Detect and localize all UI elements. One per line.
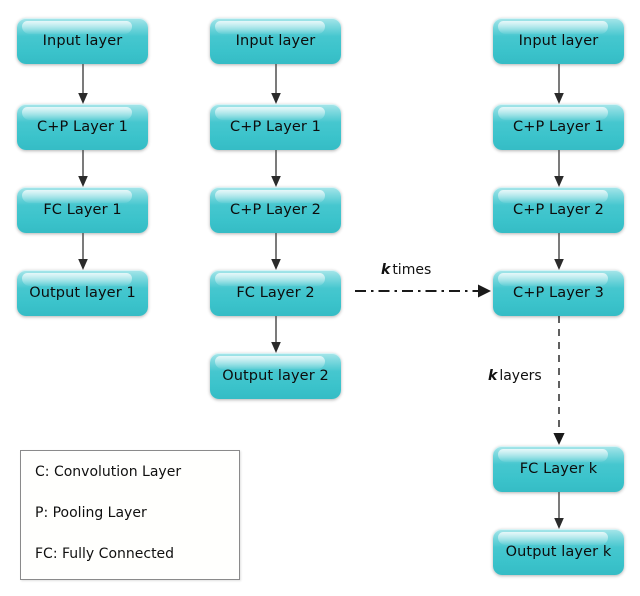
node-label: Output layer 2 (222, 368, 329, 384)
node-col3-cp-layer-1[interactable]: C+P Layer 1 (493, 104, 624, 150)
k-layers-symbol: k (488, 368, 498, 384)
arrow-col2-cp1-to-cp2 (271, 150, 281, 187)
node-col2-cp-layer-1[interactable]: C+P Layer 1 (210, 104, 341, 150)
legend-box: C: Convolution Layer P: Pooling Layer FC… (20, 450, 240, 580)
node-col3-input-layer[interactable]: Input layer (493, 18, 624, 64)
node-label: FC Layer 2 (236, 285, 315, 301)
node-label: C+P Layer 1 (37, 119, 128, 135)
node-col1-output-layer-1[interactable]: Output layer 1 (17, 270, 148, 316)
legend-row-fully-connected: FC: Fully Connected (35, 546, 175, 562)
node-col3-cp-layer-2[interactable]: C+P Layer 2 (493, 187, 624, 233)
node-label: FC Layer 1 (43, 202, 122, 218)
node-col3-fc-layer-k[interactable]: FC Layer k (493, 446, 624, 492)
node-label: Input layer (42, 33, 123, 49)
arrow-col1-input-to-cp1 (78, 64, 88, 104)
arrow-col2-fc2-to-output2 (271, 316, 281, 353)
node-label: Input layer (235, 33, 316, 49)
arrow-col3-cp1-to-cp2 (554, 150, 564, 187)
node-label: C+P Layer 1 (513, 119, 604, 135)
node-col2-output-layer-2[interactable]: Output layer 2 (210, 353, 341, 399)
node-label: C+P Layer 2 (513, 202, 604, 218)
k-times-symbol: k (381, 262, 391, 278)
arrow-col3-fck-to-outputk (554, 492, 564, 529)
arrow-col1-fc1-to-output1 (78, 233, 88, 270)
node-col1-cp-layer-1[interactable]: C+P Layer 1 (17, 104, 148, 150)
arrow-col2-input-to-cp1 (271, 64, 281, 104)
k-times-text: times (392, 262, 432, 278)
arrow-col3-input-to-cp1 (554, 64, 564, 104)
node-label: FC Layer k (519, 461, 598, 477)
node-col3-output-layer-k[interactable]: Output layer k (493, 529, 624, 575)
arrow-ktimes-dashdot (355, 284, 491, 298)
node-label: Output layer k (505, 544, 612, 560)
node-col2-fc-layer-2[interactable]: FC Layer 2 (210, 270, 341, 316)
arrow-col2-cp2-to-fc2 (271, 233, 281, 270)
node-col2-input-layer[interactable]: Input layer (210, 18, 341, 64)
node-col1-input-layer[interactable]: Input layer (17, 18, 148, 64)
node-col2-cp-layer-2[interactable]: C+P Layer 2 (210, 187, 341, 233)
node-label: C+P Layer 1 (230, 119, 321, 135)
node-col1-fc-layer-1[interactable]: FC Layer 1 (17, 187, 148, 233)
legend-row-pooling: P: Pooling Layer (35, 505, 147, 521)
node-label: C+P Layer 3 (513, 285, 604, 301)
node-col3-cp-layer-3[interactable]: C+P Layer 3 (493, 270, 624, 316)
node-label: Output layer 1 (29, 285, 136, 301)
arrow-col1-cp1-to-fc1 (78, 150, 88, 187)
legend-row-convolution: C: Convolution Layer (35, 464, 182, 480)
k-layers-text: layers (499, 368, 542, 384)
arrow-col3-cp3-to-fck-dashed (553, 316, 565, 445)
arrow-col3-cp2-to-cp3 (554, 233, 564, 270)
node-label: Input layer (518, 33, 599, 49)
node-label: C+P Layer 2 (230, 202, 321, 218)
